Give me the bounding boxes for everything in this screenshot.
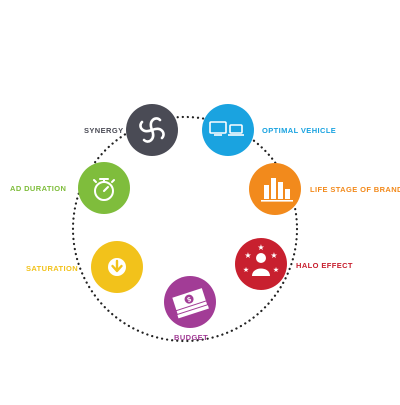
node-life-stage bbox=[249, 163, 301, 215]
life-stage-label: LIFE STAGE OF BRAND bbox=[310, 185, 400, 194]
svg-text:★: ★ bbox=[243, 266, 249, 274]
ad-duration-label: AD DURATION bbox=[10, 184, 67, 193]
dotted-cycle-ring bbox=[71, 115, 299, 343]
halo-effect-label: HALO EFFECT bbox=[296, 261, 353, 270]
synergy-label: SYNERGY bbox=[84, 126, 124, 135]
optimal-vehicle-label: OPTIMAL VEHICLE bbox=[262, 126, 337, 135]
svg-text:★: ★ bbox=[244, 251, 251, 260]
node-saturation bbox=[91, 241, 143, 293]
money-stack-icon: $ bbox=[171, 286, 209, 319]
node-synergy bbox=[126, 104, 178, 156]
devices-icon bbox=[209, 121, 244, 136]
svg-text:$: $ bbox=[187, 296, 193, 304]
ad-duration-circle bbox=[78, 162, 130, 214]
down-arrow-circle-icon bbox=[108, 258, 126, 276]
optimal-vehicle-circle bbox=[202, 104, 254, 156]
saturation-label: SATURATION bbox=[26, 264, 79, 273]
halo-effect-circle bbox=[235, 238, 287, 290]
node-ad-duration bbox=[78, 162, 130, 214]
person-stars-icon: ★ ★ ★ ★ ★ bbox=[243, 243, 279, 276]
node-halo-effect: ★ ★ ★ ★ ★ bbox=[235, 238, 287, 290]
svg-text:★: ★ bbox=[270, 251, 277, 260]
bar-chart-icon bbox=[261, 178, 293, 202]
svg-text:★: ★ bbox=[257, 243, 264, 252]
node-budget: $ bbox=[164, 276, 216, 328]
synergy-swirl-icon bbox=[139, 117, 165, 143]
node-optimal-vehicle bbox=[202, 104, 254, 156]
stopwatch-icon bbox=[93, 178, 115, 201]
budget-label: BUDGET bbox=[174, 333, 209, 342]
svg-text:★: ★ bbox=[273, 266, 279, 274]
